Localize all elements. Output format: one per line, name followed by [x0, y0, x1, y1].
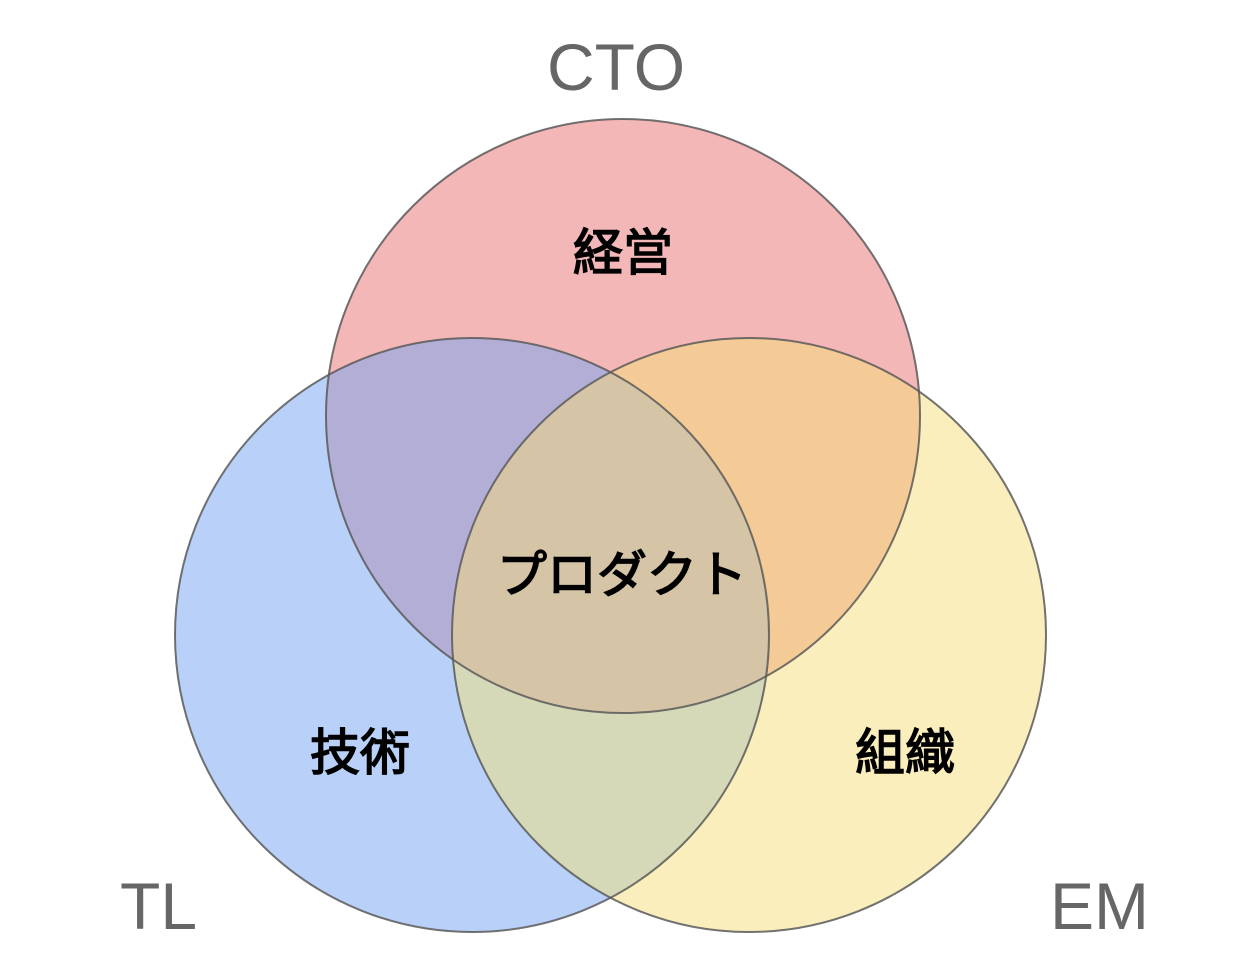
circle-em-outline [451, 337, 1047, 933]
role-label-tl: TL [120, 869, 198, 943]
role-label-em: EM [1050, 869, 1149, 943]
area-label-technology: 技術 [310, 724, 410, 782]
circle-cto-outline [325, 118, 921, 714]
area-label-product: プロダクト [497, 546, 747, 604]
area-label-organization: 組織 [855, 724, 955, 782]
area-label-management: 経営 [573, 224, 673, 282]
role-label-cto: CTO [547, 30, 686, 104]
overlap-all [452, 338, 769, 713]
circle-tl-outline [174, 337, 770, 933]
